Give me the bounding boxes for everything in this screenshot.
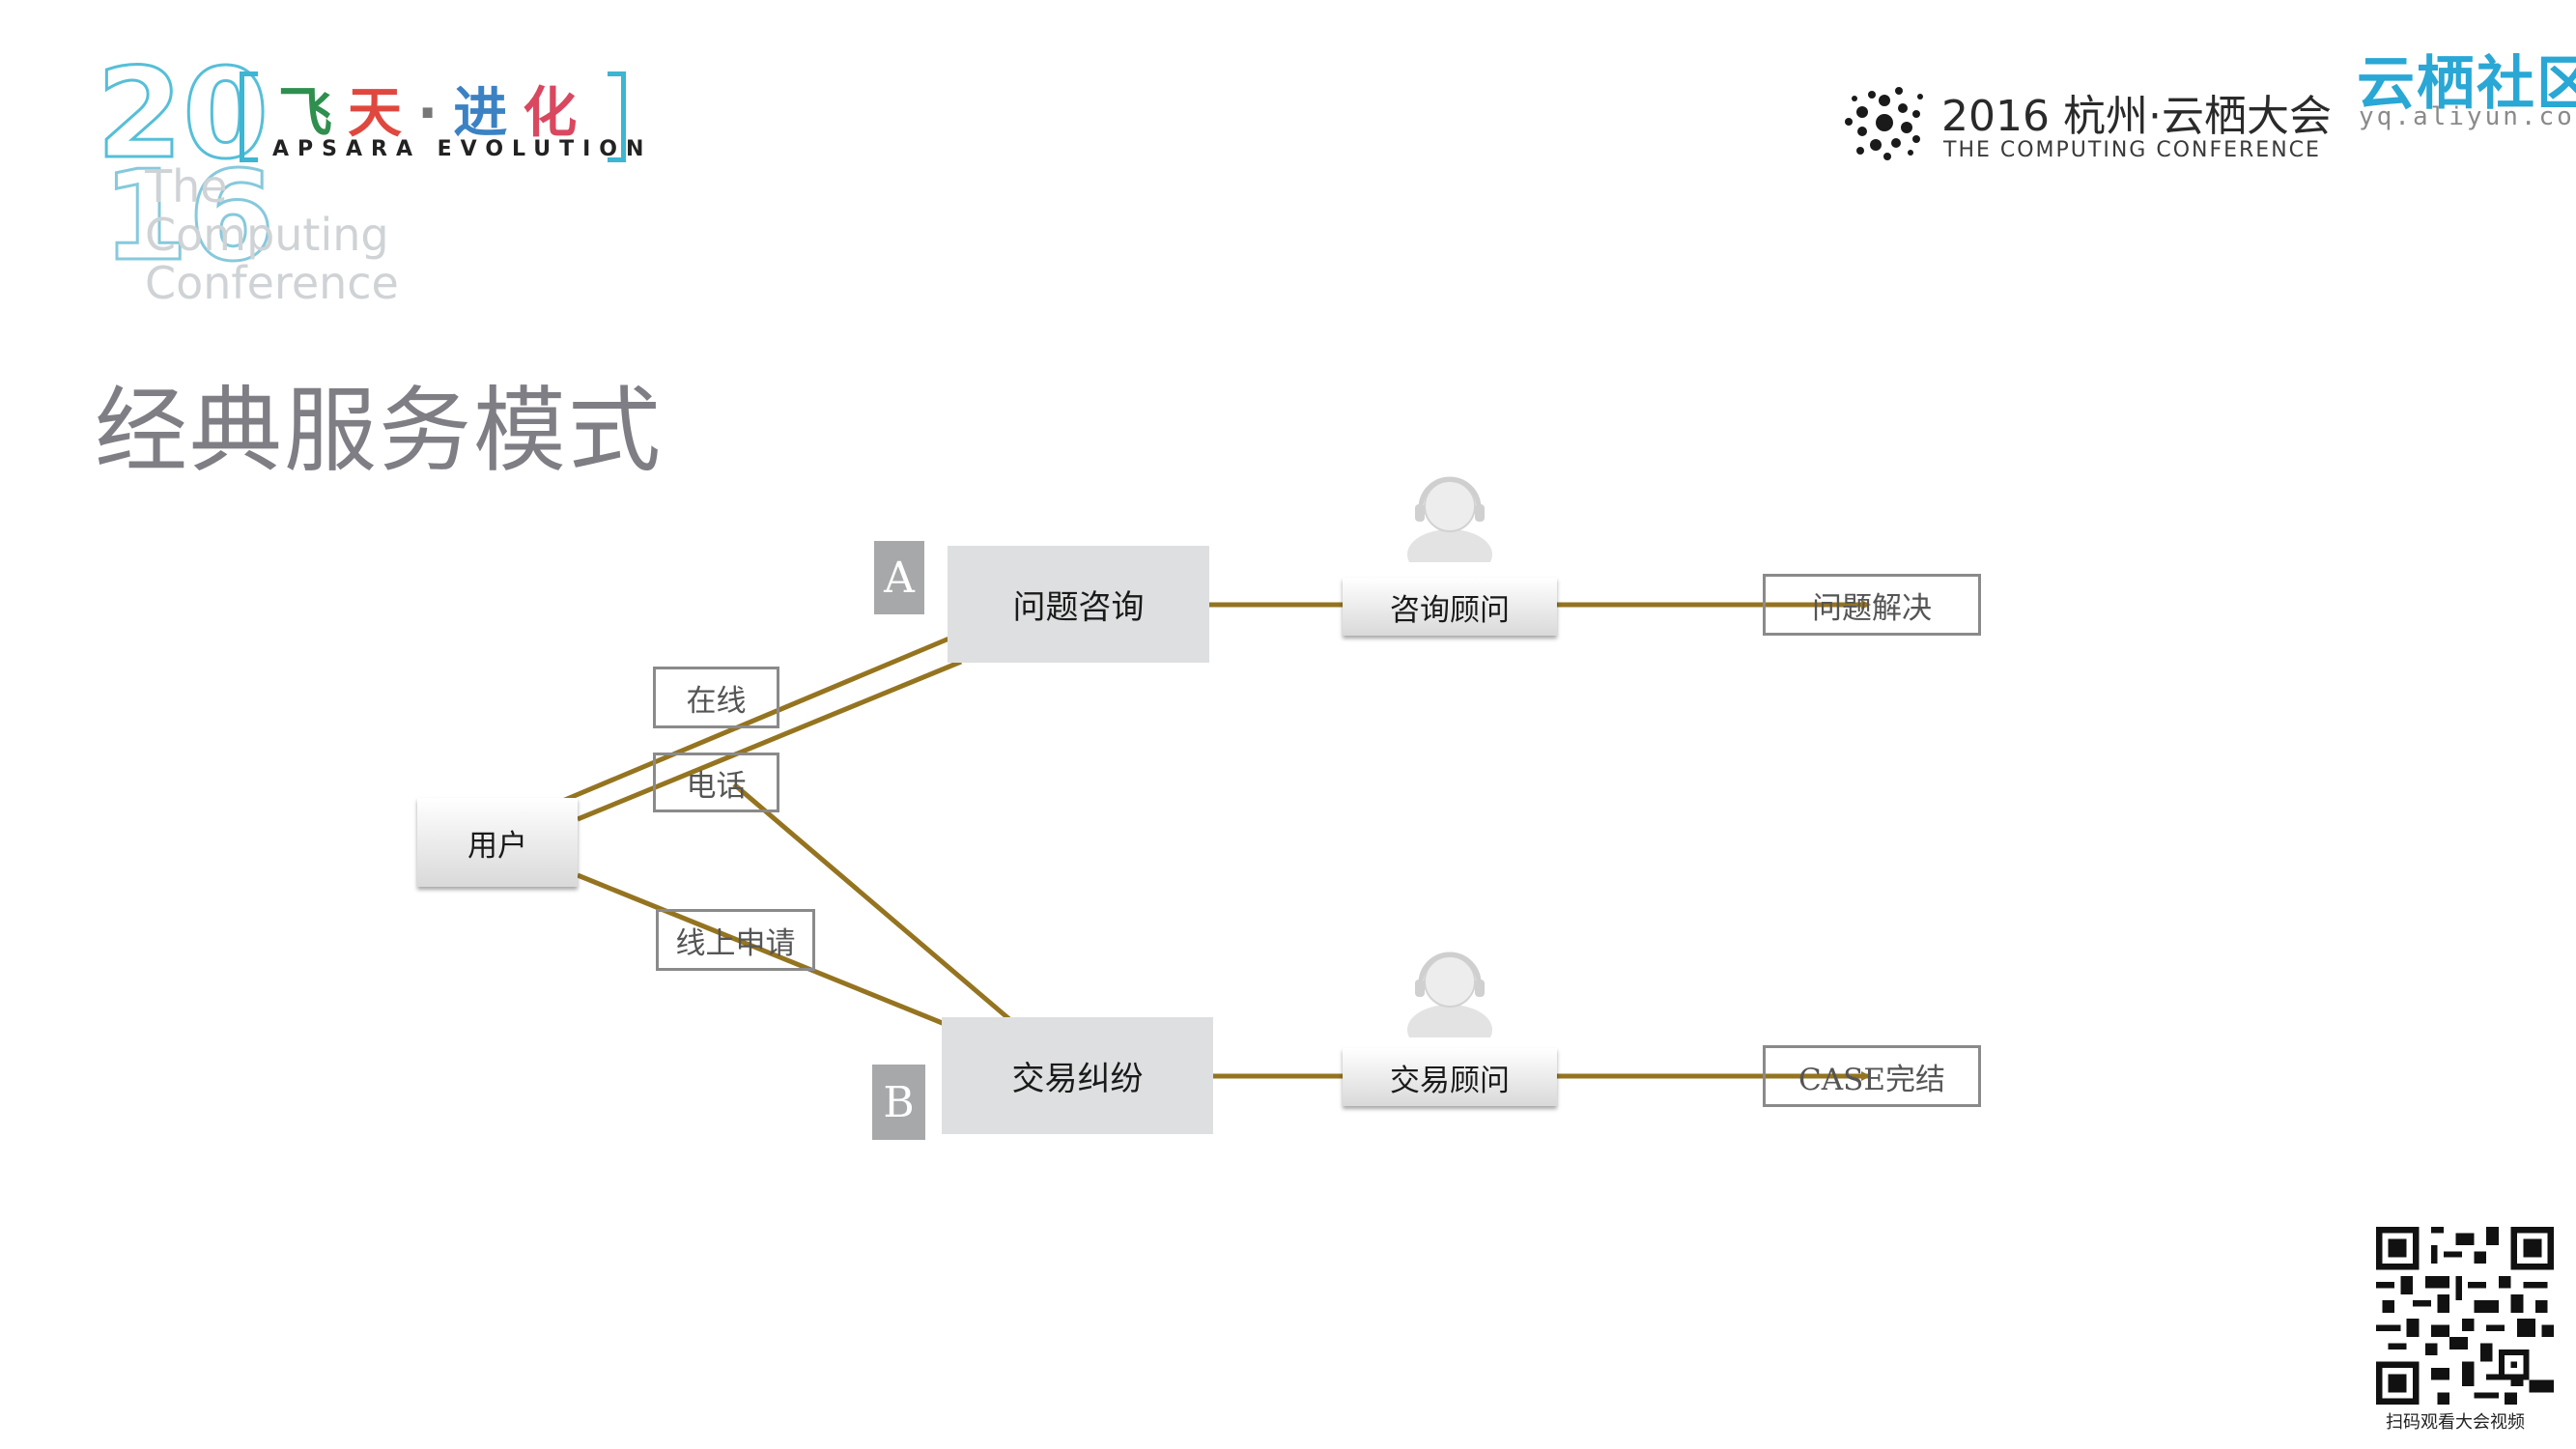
community-name: 云栖社区: [2357, 50, 2576, 118]
bracket-left: [240, 71, 258, 162]
node-category-consult: 问题咨询: [948, 546, 1209, 663]
logo-slogan-char: 化: [523, 82, 593, 145]
node-outcome-solved: 问题解决: [1763, 574, 1981, 636]
connector-user-phone-a: [577, 659, 962, 822]
branch-a-tag: A: [874, 541, 924, 614]
node-channel-phone: 电话: [653, 753, 779, 812]
logo-slogan-sub: APSARA EVOLUTION: [272, 137, 653, 161]
node-category-label: 问题咨询: [1012, 588, 1145, 627]
node-category-dispute: 交易纠纷: [942, 1017, 1213, 1134]
logo-computing-line1: The: [145, 160, 228, 213]
node-channel-application: 线上申请: [656, 909, 815, 971]
node-outcome-label: 问题解决: [1812, 590, 1932, 626]
logo-apsara-evolution: 飞天·进化 APSARA EVOLUTION: [240, 70, 643, 166]
node-user-label: 用户: [467, 828, 527, 864]
node-category-label: 交易纠纷: [1011, 1060, 1144, 1098]
logo-slogan-char: 进: [453, 82, 524, 145]
node-outcome-label: CASE完结: [1798, 1062, 1945, 1097]
conference-subtitle: THE COMPUTING CONFERENCE: [1943, 138, 2321, 162]
connector-user-application-b: [577, 872, 946, 1027]
person-headset-icon: [1407, 952, 1492, 1037]
logo-slogan-char: 飞: [278, 82, 348, 145]
node-advisor-label: 咨询顾问: [1390, 592, 1510, 628]
logo-slogan-char: ·: [417, 82, 454, 145]
branch-tag-label: A: [884, 553, 915, 603]
logo-slogan: 飞天·进化: [278, 70, 592, 148]
node-advisor-label: 交易顾问: [1390, 1063, 1510, 1098]
node-advisor-consult: 咨询顾问: [1343, 578, 1557, 636]
node-advisor-dispute: 交易顾问: [1343, 1048, 1557, 1106]
bracket-right: [608, 71, 626, 162]
qr-code-icon: [2376, 1227, 2554, 1405]
branch-b-tag: B: [872, 1065, 925, 1140]
branch-tag-label: B: [883, 1077, 915, 1127]
logo-slogan-char: 天: [348, 82, 417, 145]
connector-phone-b: [732, 782, 1011, 1021]
logo-computing-line2: Computing: [145, 209, 389, 261]
logo-computing-line3: Conference: [145, 257, 399, 309]
community-url: yq.aliyun.com: [2359, 102, 2576, 131]
node-channel-online: 在线: [653, 667, 779, 728]
node-outcome-case-closed: CASE完结: [1763, 1045, 1981, 1107]
node-channel-label: 在线: [686, 683, 747, 719]
connector-user-online-a: [559, 635, 952, 805]
node-channel-label: 电话: [686, 768, 747, 804]
page-title: 经典服务模式: [95, 377, 663, 485]
qr-caption: 扫码观看大会视频: [2386, 1412, 2525, 1433]
node-channel-label: 线上申请: [675, 925, 796, 961]
node-user: 用户: [417, 798, 578, 887]
logo-year-bottom: 16: [102, 145, 274, 272]
conference-title: 2016 杭州·云栖大会: [1941, 92, 2332, 141]
person-headset-icon: [1407, 476, 1492, 562]
logo-computing-text: The Computing Conference: [145, 162, 399, 307]
conference-logo-icon: [1845, 87, 1923, 160]
